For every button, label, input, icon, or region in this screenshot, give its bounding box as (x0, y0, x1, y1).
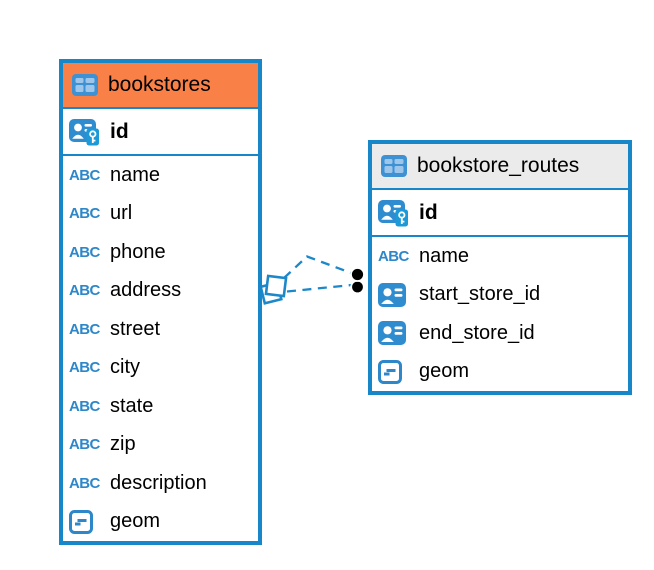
columns-section: ABC name start_store_id end_store_id geom (372, 237, 628, 391)
primary-key-section: id (63, 109, 258, 156)
primary-key-user-icon (378, 198, 414, 228)
primary-key-section: id (372, 190, 628, 237)
text-abc-icon: ABC (69, 397, 100, 415)
column-name: id (419, 200, 438, 224)
text-abc-icon: ABC (69, 320, 100, 338)
column-name: name (419, 244, 470, 267)
column-row-street[interactable]: ABC street (63, 310, 258, 349)
table-icon (72, 74, 98, 96)
column-row-geom[interactable]: geom (372, 353, 628, 392)
column-row-start_store_id[interactable]: start_store_id (372, 276, 628, 315)
column-row-url[interactable]: ABC url (63, 195, 258, 234)
column-name: address (110, 279, 182, 302)
column-row-name[interactable]: ABC name (63, 156, 258, 195)
column-name: street (110, 317, 161, 340)
primary-key-user-icon (69, 117, 105, 147)
text-abc-icon: ABC (69, 166, 100, 184)
text-abc-icon: ABC (69, 474, 100, 492)
column-name: zip (110, 433, 136, 456)
foreign-key-user-icon (378, 282, 414, 307)
text-abc-icon: ABC (69, 243, 100, 261)
column-name: name (110, 163, 161, 186)
column-row-city[interactable]: ABC city (63, 349, 258, 388)
table-bookstore-routes-header[interactable]: bookstore_routes (372, 144, 628, 190)
column-row-id[interactable]: id (372, 190, 628, 235)
column-name: phone (110, 240, 166, 263)
column-row-address[interactable]: ABC address (63, 272, 258, 311)
text-abc-icon: ABC (378, 247, 409, 265)
relationship-squares-marker[interactable] (259, 274, 288, 305)
table-title: bookstores (108, 73, 211, 96)
table-bookstore-routes[interactable]: bookstore_routes id ABC name start_store_… (368, 140, 632, 395)
table-title: bookstore_routes (417, 154, 580, 177)
column-row-end_store_id[interactable]: end_store_id (372, 314, 628, 353)
column-name: geom (419, 360, 470, 383)
column-name: city (110, 356, 140, 379)
text-abc-icon: ABC (69, 359, 100, 377)
column-row-id[interactable]: id (63, 109, 258, 154)
column-row-state[interactable]: ABC state (63, 387, 258, 426)
column-row-name[interactable]: ABC name (372, 237, 628, 276)
column-name: state (110, 394, 154, 417)
relationship-line-end-store-id[interactable] (286, 283, 353, 293)
column-name: start_store_id (419, 283, 541, 306)
table-icon (381, 155, 407, 177)
text-abc-icon: ABC (69, 205, 100, 223)
column-name: description (110, 471, 207, 494)
table-bookstores-header[interactable]: bookstores (63, 63, 258, 109)
column-row-geom[interactable]: geom (63, 503, 258, 542)
column-row-zip[interactable]: ABC zip (63, 426, 258, 465)
geometry-icon (69, 509, 105, 534)
column-name: id (110, 119, 129, 143)
relationship-line-start-store-id[interactable] (283, 255, 355, 279)
column-row-description[interactable]: ABC description (63, 464, 258, 503)
geometry-icon (378, 359, 414, 384)
text-abc-icon: ABC (69, 436, 100, 454)
relationship-dot-markers[interactable] (350, 267, 365, 295)
column-name: url (110, 202, 133, 225)
column-name: geom (110, 510, 161, 533)
column-name: end_store_id (419, 321, 535, 344)
foreign-key-user-icon (378, 321, 414, 346)
column-row-phone[interactable]: ABC phone (63, 233, 258, 272)
text-abc-icon: ABC (69, 282, 100, 300)
